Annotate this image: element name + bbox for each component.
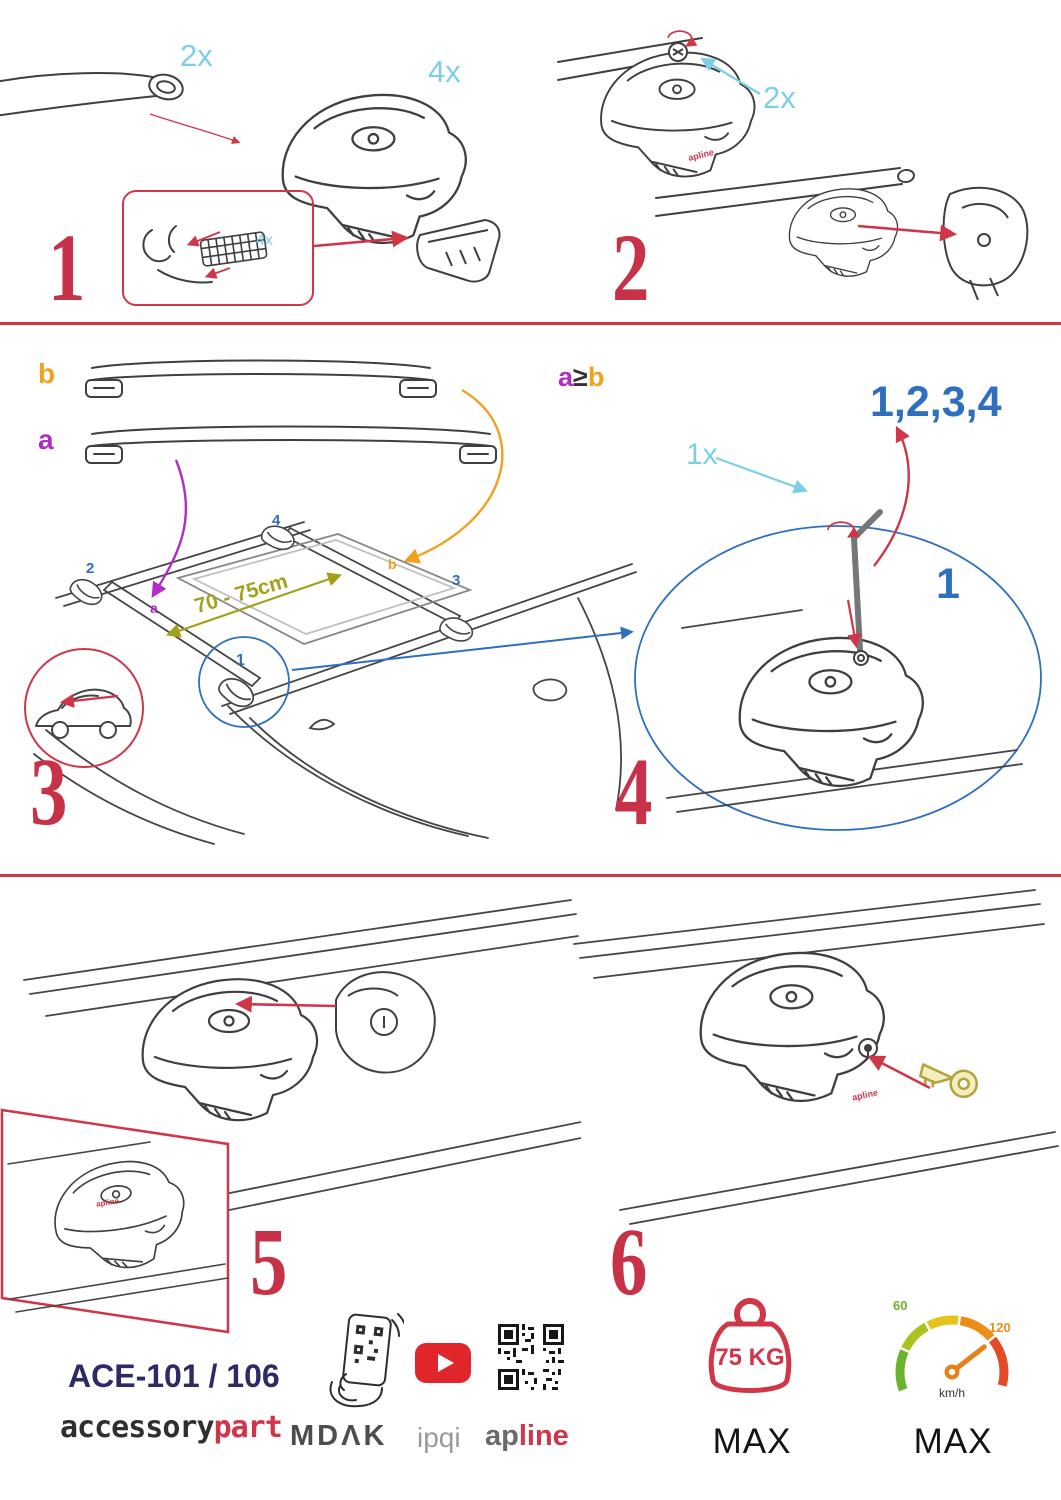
lock-key-drawing [573,889,1059,1225]
crossbar-tube-drawing [0,72,184,117]
max-weight-value: 75 KG [715,1344,785,1371]
mdak-logo-text: MDΛK [290,1420,388,1452]
driving-direction-inset [24,648,144,768]
section-divider-1 [0,322,1061,325]
section-divider-2 [0,874,1061,877]
apline-logo: apline [485,1420,569,1453]
bar-foot-assembly-drawing [655,167,1029,301]
foot-clamp-drawing [281,93,501,283]
condition-b: b [587,362,605,392]
brand-word-part: part [213,1410,283,1445]
size-condition-label: a≥b [558,362,604,393]
roof-a-marker: a [150,600,158,616]
max-weight-label: MAX [712,1422,792,1461]
max-speed-label: MAX [913,1422,993,1461]
youtube-play-icon [415,1343,471,1383]
key-icon [919,1063,978,1099]
speed-unit-label: km/h [938,1386,965,1400]
bar-a-label: a [38,424,54,455]
roof-b-marker: b [388,556,397,572]
rubber-pad-drawing [142,225,268,284]
phone-qr-icon [329,1313,404,1408]
speed-min-label: 60 [893,1298,908,1313]
apline-suffix: line [518,1420,569,1452]
max-weight-icon [708,1298,792,1393]
bar-quantity-label: 2x [180,38,213,73]
cover-closeup-inset [0,1108,230,1334]
ipqi-logo-text: ipqi [417,1422,461,1453]
step-4-number: 4 [615,738,653,845]
pad-quantity-label: 4x [256,232,273,249]
roof-position-1: 1 [236,652,245,669]
condition-a: a [558,362,574,392]
tighten-sequence-label: 1,2,3,4 [870,378,1002,426]
foot-quantity-label: 4x [428,54,461,89]
car-side-drawing [35,688,132,739]
roof-position-2: 2 [86,560,95,577]
rubber-pad-inset [122,190,314,306]
bar-b-label: b [38,358,56,389]
brand-word-accessory: accessory [60,1410,215,1445]
bolt-quantity-label: 2x [763,80,796,115]
step-1-number: 1 [48,214,86,321]
crossbar-b-drawing [85,359,437,398]
roof-position-4: 4 [272,512,281,529]
accessorypart-logo: accessorypart [60,1410,283,1445]
tool-quantity-arrow [715,456,809,494]
model-number: ACE-101 / 106 [68,1358,280,1394]
roof-position-3: 3 [452,572,461,589]
position-1-callout: 1 [936,560,960,608]
step-5-number: 5 [250,1208,288,1315]
step-3-number: 3 [30,738,68,845]
max-speed-icon [895,1312,1009,1392]
apline-prefix: ap [485,1420,519,1452]
condition-operator: ≥ [573,362,588,392]
qr-code [498,1324,564,1390]
step-2-number: 2 [612,214,650,321]
speed-high-label: 120 [989,1320,1011,1335]
crossbar-a-drawing [85,425,497,464]
tightening-detail-drawing [634,509,1042,831]
step-6-number: 6 [610,1208,648,1315]
tool-quantity-label: 1x [686,438,718,471]
